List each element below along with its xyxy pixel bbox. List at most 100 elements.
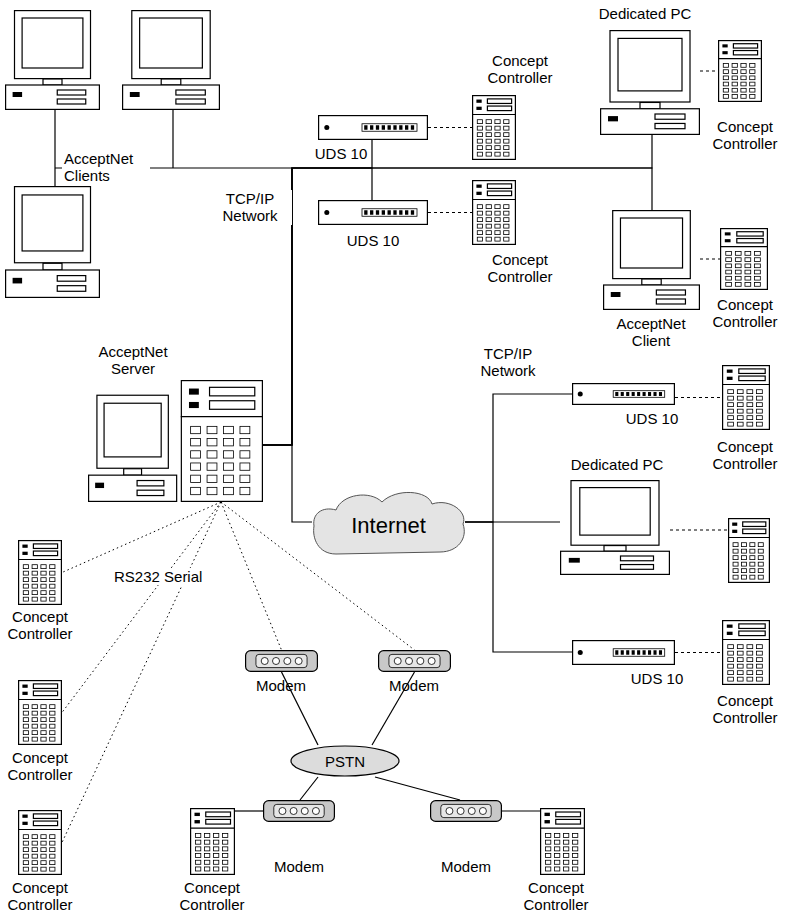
uds-node: UDS 10 [318,200,428,225]
network-link [300,777,318,800]
serial-link [428,127,472,128]
device-label: UDS 10 [315,145,368,162]
server-node: AcceptNet Server [88,380,263,502]
network-link [263,140,372,445]
device-label: Concept Controller [478,52,562,87]
device-label: AcceptNet Server [91,343,175,378]
device-label: Modem [274,858,324,875]
device-label: Concept Controller [0,879,82,914]
uds-device-icon [572,640,675,665]
device-label: Concept Controller [703,118,787,153]
modem-icon [245,650,318,672]
network-link [235,810,263,811]
uds-device-icon [318,200,428,225]
pc-node: AcceptNet Client [603,210,700,310]
network-name: Internet [351,513,426,539]
pc-icon [603,210,700,310]
serial-link [62,502,221,843]
controller-node: Concept Controller [722,620,770,685]
label-holder: Internet [312,488,465,560]
device-label: Concept Controller [703,296,787,331]
device-label: UDS 10 [626,410,679,427]
uds-node: UDS 10 [572,640,675,665]
modem-icon [263,800,335,822]
uds-device-icon [318,115,428,140]
controller-node: Concept Controller [720,228,768,290]
controller-node: Concept Controller [190,808,235,875]
device-label: Modem [256,677,306,694]
controller-node: Concept Controller [18,810,62,875]
controller-node: Concept Controller [472,180,516,245]
serial-link [675,397,722,398]
network-label: RS232 Serial [112,568,204,585]
controller-icon [18,540,62,605]
network-link [502,810,540,811]
serial-link [675,652,722,653]
device-label: Modem [441,858,491,875]
serial-link [670,529,728,530]
device-label: Dedicated PC [571,456,664,473]
device-label: Concept Controller [478,251,562,286]
modem-node: Modem [263,800,335,822]
modem-icon [378,650,451,672]
pc-node: Dedicated PC [600,30,700,135]
network-bus [54,110,55,186]
network-name: PSTN [325,753,365,770]
controller-icon [540,808,585,875]
client-pc [6,11,100,110]
pc-node: Dedicated PC [560,480,670,575]
serial-link [62,502,221,573]
controller-node: Concept Controller [722,365,770,430]
controller-icon [728,519,770,583]
controller-node: Concept Controller [540,808,585,875]
controller-node: Concept Controller [472,95,516,160]
device-label: Modem [389,677,439,694]
pc-icon [600,30,700,135]
network-bus [172,110,173,168]
uds-device-icon [572,383,675,405]
modem-icon [430,800,502,822]
client-pc [123,11,220,110]
device-label: Concept Controller [0,749,82,784]
serial-link [700,71,718,72]
modem-node: Modem [378,650,451,672]
server-icon [88,380,263,502]
network-link [465,394,572,522]
modem-node: Modem [245,650,318,672]
device-label: Concept Controller [514,879,598,914]
client-pc [6,187,100,298]
device-label: AcceptNet Client [609,315,693,350]
serial-link [700,259,720,260]
uds-node: UDS 10 [318,115,428,140]
label-holder: PSTN [290,745,400,777]
controller-node: Concept Controller [718,40,762,102]
device-label: Dedicated PC [599,5,692,22]
serial-link [221,502,282,650]
controller-icon [472,95,516,160]
network-node: PSTN [290,745,400,777]
controller-icon [722,620,770,685]
controller-icon [190,808,235,875]
pc-icon [560,480,670,575]
controller-icon [472,180,516,245]
uds-node: UDS 10 [572,383,675,405]
controller-node: Concept Controller [18,540,62,605]
device-label: Concept Controller [0,608,82,643]
controller-icon [720,228,768,290]
network-label: TCP/IP Network [208,190,292,225]
device-label: Concept Controller [703,438,787,473]
network-link [375,777,460,800]
serial-link [428,212,472,213]
device-label: UDS 10 [347,232,400,249]
serial-link [62,502,221,713]
modem-node: Modem [430,800,502,822]
network-link [263,445,312,522]
controller-icon [18,810,62,875]
controller-icon [718,40,762,102]
network-label: AcceptNet Clients [62,150,150,185]
controller-icon [722,365,770,430]
cloud-node: Internet [312,488,465,560]
device-label: Concept Controller [170,879,254,914]
device-label: UDS 10 [631,670,684,687]
controller-icon [18,680,62,745]
